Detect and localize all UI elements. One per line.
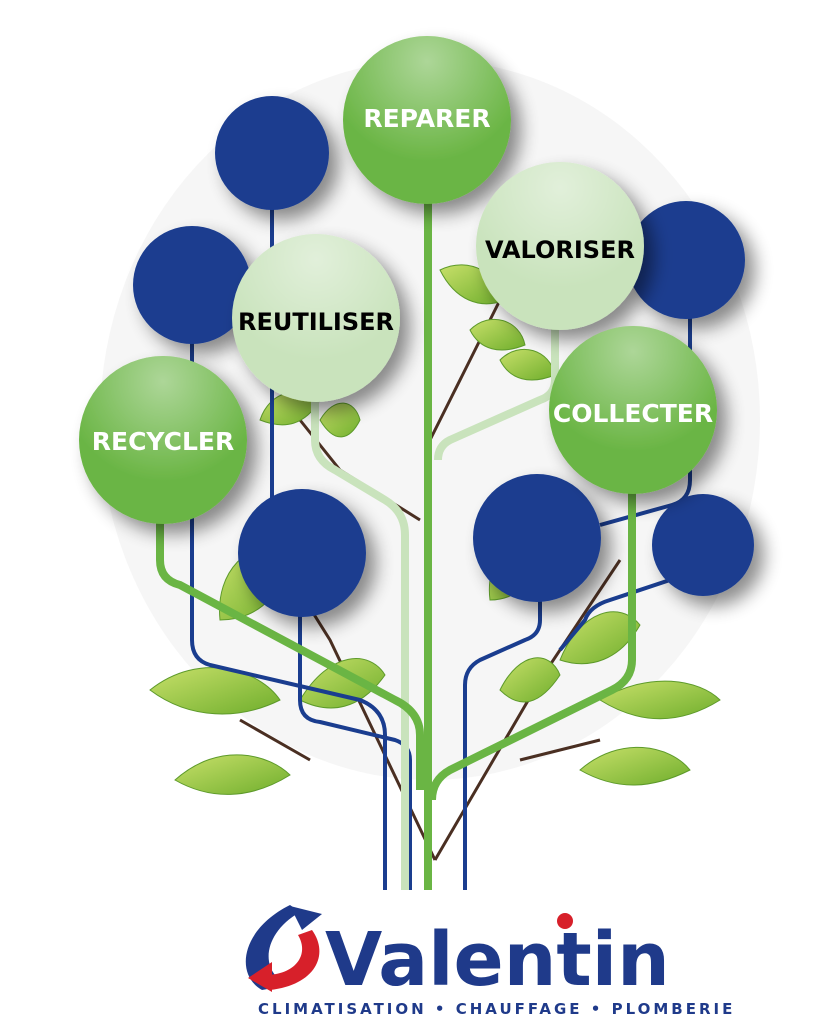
navy-circle-right xyxy=(627,201,745,319)
collecter-label: COLLECTER xyxy=(553,399,713,428)
navy-circle-bottom-right xyxy=(652,494,754,596)
reutiliser-label: REUTILISER xyxy=(238,308,394,336)
recycler-label: RECYCLER xyxy=(92,427,235,456)
reutiliser-node xyxy=(232,234,400,402)
logo-arrows-icon xyxy=(245,905,322,992)
valentin-logo: Valentin CLIMATISATION • CHAUFFAGE • PLO… xyxy=(245,905,735,1018)
reparer-label: REPARER xyxy=(363,104,490,133)
navy-circle-bottom-center xyxy=(473,474,601,602)
navy-circles xyxy=(133,96,754,617)
valoriser-node xyxy=(476,162,644,330)
navy-circle-bottom-left xyxy=(238,489,366,617)
recycler-node xyxy=(79,356,247,524)
navy-circle-top-left xyxy=(215,96,329,210)
logo-red-dot xyxy=(557,913,573,929)
reparer-node xyxy=(343,36,511,204)
logo-tagline: CLIMATISATION • CHAUFFAGE • PLOMBERIE xyxy=(258,1000,735,1018)
collecter-node xyxy=(549,326,717,494)
navy-circle-left xyxy=(133,226,251,344)
valoriser-label: VALORISER xyxy=(485,236,635,264)
logo-wordmark: Valentin xyxy=(325,917,670,1003)
green-pipes xyxy=(156,190,636,890)
